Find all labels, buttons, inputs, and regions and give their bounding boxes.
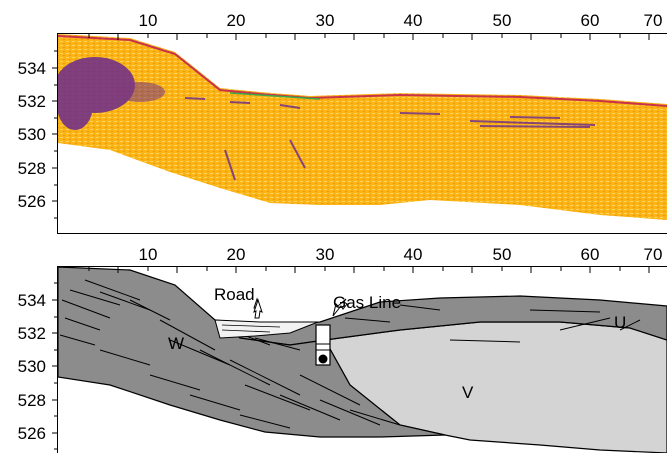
top-x-tick-20: 20 xyxy=(227,11,246,30)
bottom-y-tick-532: 532 xyxy=(18,324,46,343)
top-y-tick-530: 530 xyxy=(18,125,46,144)
bottom-y-tick-528: 528 xyxy=(18,391,46,410)
bottom-y-tick-526: 526 xyxy=(18,424,46,443)
unit-w-area xyxy=(57,266,446,438)
purple-reflection-zone xyxy=(58,57,165,130)
top-y-axis xyxy=(52,50,58,219)
bottom-x-tick-20: 20 xyxy=(227,245,246,264)
gas-pipe xyxy=(318,354,328,364)
gas-line-arrow xyxy=(332,298,348,317)
reflector-lines xyxy=(59,279,641,429)
bottom-y-tick-534: 534 xyxy=(18,291,46,310)
road-fill xyxy=(214,319,319,339)
road-lines xyxy=(221,324,281,333)
top-x-tick-10: 10 xyxy=(139,11,158,30)
gas-line-trench xyxy=(315,324,331,366)
bottom-x-tick-70: 70 xyxy=(644,245,663,264)
bottom-x-tick-30: 30 xyxy=(316,245,335,264)
bottom-panel: Road Gas Line W V U 10 20 30 40 50 60 70 xyxy=(18,245,667,453)
bottom-y-axis xyxy=(52,282,58,450)
bottom-x-tick-10: 10 xyxy=(139,245,158,264)
top-x-tick-50: 50 xyxy=(493,11,512,30)
bottom-y-tick-530: 530 xyxy=(18,357,46,376)
top-y-tick-526: 526 xyxy=(18,192,46,211)
bottom-x-tick-50: 50 xyxy=(493,245,512,264)
bottom-x-tick-60: 60 xyxy=(581,245,600,264)
reflection-streaks xyxy=(184,97,596,181)
gas-line-label: Gas Line xyxy=(333,293,401,312)
top-y-tick-528: 528 xyxy=(18,159,46,178)
top-x-tick-60: 60 xyxy=(581,11,600,30)
unit-v-label: V xyxy=(462,383,474,402)
top-y-tick-532: 532 xyxy=(18,92,46,111)
top-x-tick-30: 30 xyxy=(316,11,335,30)
top-x-tick-70: 70 xyxy=(644,11,663,30)
unit-w-label: W xyxy=(168,334,184,353)
unit-u-label: U xyxy=(614,313,626,332)
top-x-tick-40: 40 xyxy=(404,11,423,30)
top-panel: 10 20 30 40 50 60 70 534 532 530 528 526 xyxy=(18,11,667,234)
bottom-x-tick-40: 40 xyxy=(404,245,423,264)
green-reflection xyxy=(229,92,321,100)
top-x-axis xyxy=(88,33,650,40)
bottom-x-axis xyxy=(88,266,650,273)
road-label: Road xyxy=(214,285,255,304)
top-y-tick-534: 534 xyxy=(18,59,46,78)
